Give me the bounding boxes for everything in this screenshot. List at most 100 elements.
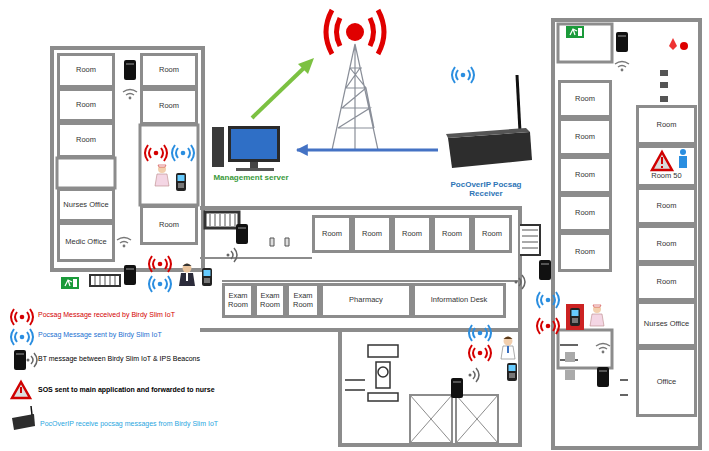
room-label: Room	[362, 230, 382, 239]
plan-part	[566, 26, 584, 38]
room-label: Room	[575, 171, 595, 180]
plan-part	[346, 23, 364, 41]
legend-text: Pocsag Message sent by Birdy Slim IoT	[38, 331, 162, 339]
signal-tower	[326, 10, 384, 150]
room-label: Room	[656, 240, 676, 249]
plan-part	[469, 368, 480, 382]
room-box: Exam Room	[254, 283, 286, 318]
plan-part	[558, 24, 612, 62]
room-label: Room	[159, 221, 179, 230]
plan-part	[515, 275, 526, 289]
plan-part	[565, 352, 575, 362]
plan-part	[202, 268, 212, 286]
room-label: Room	[76, 101, 96, 110]
room-box: Room	[558, 156, 612, 194]
room-box: Room	[57, 122, 115, 158]
room-box: Room	[636, 225, 697, 263]
plan-part	[332, 44, 378, 150]
device-node: PocOverIP Pocsag Receiver	[438, 118, 534, 198]
pocoverip-receiver-icon	[446, 67, 532, 168]
plan-part	[123, 90, 137, 100]
room-box: Room	[352, 215, 392, 253]
plan-part	[669, 38, 677, 50]
room-box: Room 50	[636, 145, 697, 187]
plan-part	[537, 318, 559, 334]
plan-part	[270, 238, 289, 246]
devices-and-people	[61, 26, 688, 398]
plan-part	[228, 126, 280, 162]
room-box: Room	[472, 215, 512, 253]
plan-part	[565, 370, 575, 380]
room-50-sos	[652, 149, 687, 170]
stairs	[90, 212, 540, 286]
room-box: Information Desk	[412, 283, 506, 318]
room-box: Room	[558, 118, 612, 156]
room-box: Room	[57, 53, 115, 88]
plan-part	[615, 62, 629, 72]
plan-part	[680, 149, 686, 155]
room-box: Room	[140, 88, 198, 125]
plan-part	[517, 75, 520, 132]
plan-part	[212, 127, 224, 167]
plan-part	[252, 66, 306, 118]
plan-part	[52, 48, 203, 270]
plan-part	[20, 387, 22, 393]
plan-part	[566, 304, 584, 330]
room-label: Room 50	[651, 172, 681, 181]
room-box: Room	[432, 215, 472, 253]
room-box: Exam Room	[222, 283, 254, 318]
legend-text: BT message between Birdy Slim IoT & IPS …	[38, 355, 200, 363]
room-label: Room	[159, 66, 179, 75]
plan-part	[378, 367, 388, 377]
room-label: Room	[656, 202, 676, 211]
plan-part	[179, 264, 195, 287]
room-label: Medic Office	[65, 238, 107, 247]
room-label: Nurses Office	[63, 201, 108, 210]
plan-part	[452, 67, 474, 83]
room-box: Room	[558, 194, 612, 232]
device-label: PocOverIP Pocsag Receiver	[450, 180, 522, 198]
plan-part	[661, 166, 663, 168]
plan-part	[652, 152, 672, 170]
room-box: Room	[636, 187, 697, 225]
plan-part	[451, 378, 463, 398]
plan-part	[558, 330, 612, 368]
plan-part	[660, 96, 668, 102]
plan-part	[11, 329, 33, 345]
room-label: Room	[482, 230, 502, 239]
room-label: Nurses Office	[644, 320, 689, 329]
room-label: Information Desk	[431, 296, 488, 305]
room-label: Room	[442, 230, 462, 239]
plan-part	[210, 214, 235, 226]
room-label: Room	[656, 121, 676, 130]
room-label: Room	[656, 278, 676, 287]
plan-part	[590, 305, 604, 326]
plan-part	[236, 224, 248, 244]
building-walls	[52, 20, 700, 448]
plan-part	[446, 128, 530, 138]
plan-part	[227, 248, 238, 262]
plan-part	[448, 132, 532, 168]
room-label: Exam Room	[225, 292, 251, 309]
plan-part	[14, 350, 26, 370]
plan-part	[596, 344, 610, 354]
plan-part	[172, 145, 194, 161]
plan-part	[298, 58, 314, 74]
room-box: Nurses Office	[636, 301, 697, 347]
room-label: Room	[575, 209, 595, 218]
plan-part	[570, 308, 580, 326]
plan-part	[200, 258, 520, 281]
plan-part	[231, 129, 277, 159]
plan-part	[469, 325, 491, 341]
plan-part	[680, 42, 688, 50]
room-box: Room	[140, 205, 198, 245]
room-box: Room	[392, 215, 432, 253]
plan-part	[149, 256, 171, 272]
room-box: Office	[636, 347, 697, 417]
plan-part	[501, 337, 515, 360]
data-flow-arrow	[297, 149, 438, 152]
room-box: Room	[636, 105, 697, 145]
room-label: Room	[575, 133, 595, 142]
